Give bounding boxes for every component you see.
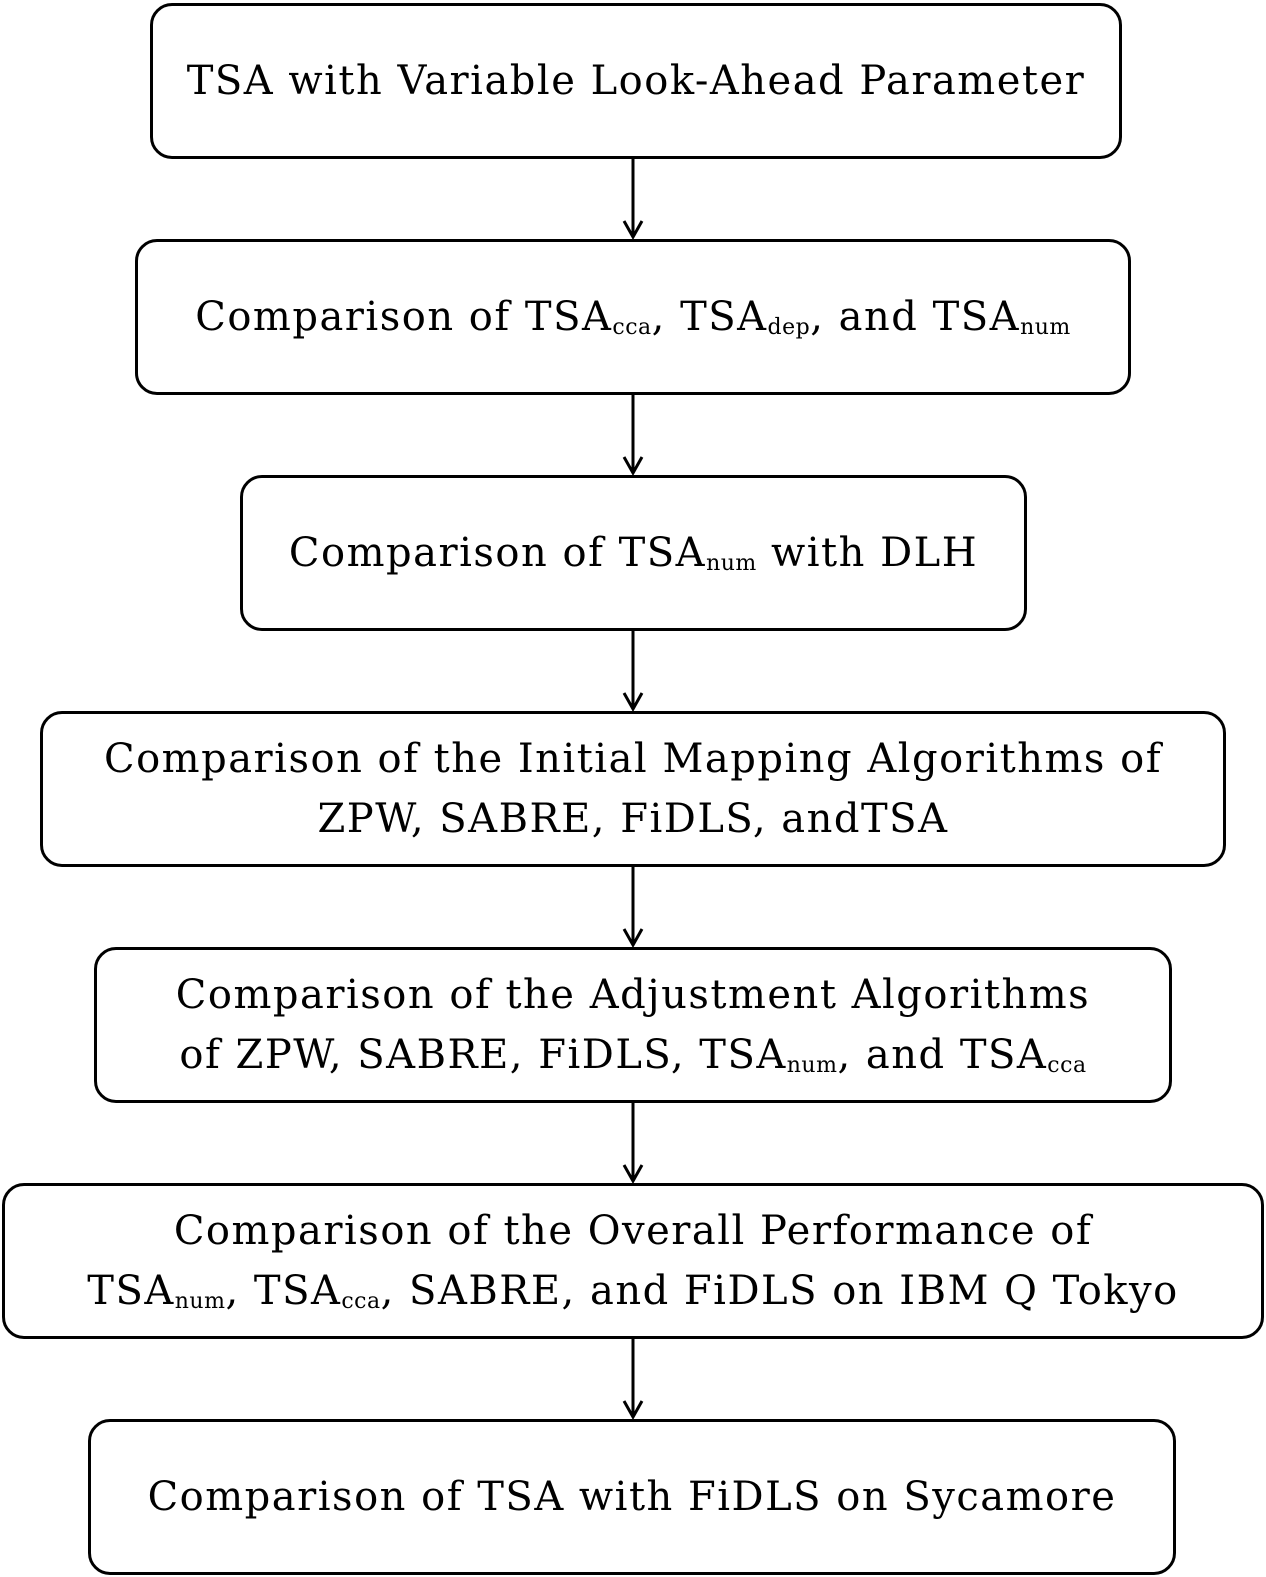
text-segment: Comparison of TSA with FiDLS on Sycamore — [147, 1474, 1117, 1520]
text-segment: , TSA — [651, 294, 768, 340]
flow-step-text-line: Comparison of TSAnum with DLH — [289, 523, 978, 583]
text-segment: Comparison of TSA — [288, 530, 707, 576]
text-segment: with DLH — [756, 530, 979, 576]
flow-step-text-line: of ZPW, SABRE, FiDLS, TSAnum, and TSAcca — [179, 1025, 1086, 1085]
arrow-head-5 — [622, 1164, 644, 1185]
text-segment: of ZPW, SABRE, FiDLS, TSA — [179, 1032, 787, 1078]
text-segment: Comparison of the Adjustment Algorithms — [175, 972, 1091, 1018]
text-segment: TSA — [87, 1268, 175, 1314]
flow-step-text-line: TSA with Variable Look-Ahead Parameter — [187, 51, 1086, 111]
flow-step-text-line: Comparison of TSAcca, TSAdep, and TSAnum — [195, 287, 1071, 347]
flow-step-box-7: Comparison of TSA with FiDLS on Sycamore — [88, 1419, 1176, 1575]
subscript: num — [786, 1053, 838, 1078]
text-segment: , TSA — [225, 1268, 342, 1314]
text-segment: Comparison of the Initial Mapping Algori… — [103, 736, 1163, 782]
arrow-head-2 — [622, 456, 644, 477]
text-segment: , and TSA — [810, 294, 1021, 340]
text-segment: , SABRE, and FiDLS on IBM Q Tokyo — [380, 1268, 1179, 1314]
text-segment: ZPW, SABRE, FiDLS, andTSA — [317, 796, 949, 842]
subscript: dep — [767, 315, 811, 340]
flow-step-box-2: Comparison of TSAcca, TSAdep, and TSAnum — [135, 239, 1131, 395]
subscript: cca — [612, 315, 652, 340]
arrow-head-1 — [622, 220, 644, 241]
flow-step-box-1: TSA with Variable Look-Ahead Parameter — [150, 3, 1122, 159]
flow-step-box-3: Comparison of TSAnum with DLH — [240, 475, 1027, 631]
flow-step-text-line: Comparison of the Overall Performance of — [174, 1201, 1092, 1261]
flow-step-text-line: Comparison of the Adjustment Algorithms — [176, 965, 1090, 1025]
flow-step-text-line: ZPW, SABRE, FiDLS, andTSA — [318, 789, 949, 849]
flow-step-box-5: Comparison of the Adjustment Algorithms o… — [94, 947, 1172, 1103]
text-segment: Comparison of the Overall Performance of — [173, 1208, 1093, 1254]
flow-step-text-line: Comparison of the Initial Mapping Algori… — [104, 729, 1162, 789]
subscript: num — [174, 1289, 226, 1314]
arrow-head-6 — [622, 1400, 644, 1421]
text-segment: Comparison of TSA — [195, 294, 613, 340]
subscript: num — [1020, 315, 1071, 340]
flow-step-box-6: Comparison of the Overall Performance of… — [2, 1183, 1264, 1339]
text-segment: TSA with Variable Look-Ahead Parameter — [186, 58, 1086, 104]
subscript: cca — [341, 1289, 381, 1314]
subscript: num — [706, 551, 757, 576]
arrow-head-3 — [622, 692, 644, 713]
text-segment: , and TSA — [837, 1032, 1048, 1078]
arrow-head-4 — [622, 928, 644, 949]
flow-step-box-4: Comparison of the Initial Mapping Algori… — [40, 711, 1226, 867]
flow-step-text-line: TSAnum, TSAcca, SABRE, and FiDLS on IBM … — [87, 1261, 1178, 1321]
flow-step-text-line: Comparison of TSA with FiDLS on Sycamore — [148, 1467, 1117, 1527]
subscript: cca — [1047, 1053, 1087, 1078]
